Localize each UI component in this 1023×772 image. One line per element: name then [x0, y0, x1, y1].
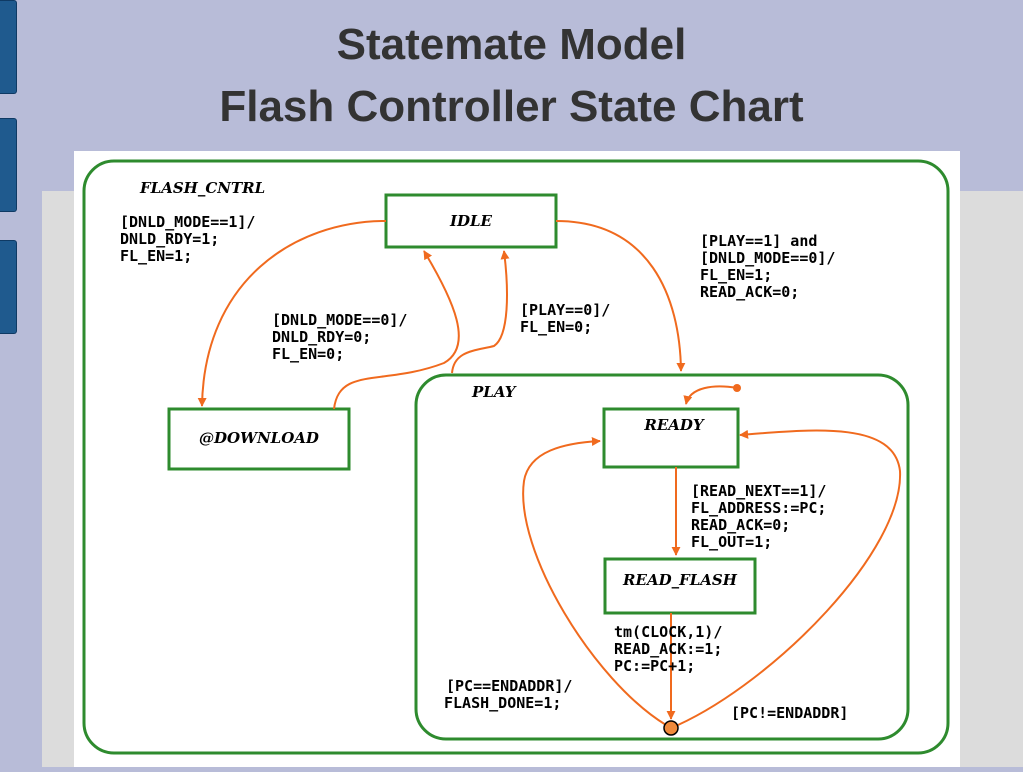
flash-cntrl-state [82, 159, 950, 755]
label-line: [READ_NEXT==1]/ [691, 482, 826, 500]
download-state [167, 407, 351, 471]
label-play-to-idle: [PLAY==0]/ FL_EN=0; [520, 301, 610, 336]
play-state [414, 373, 910, 741]
label-line: DNLD_RDY=0; [272, 328, 371, 346]
read-flash-label: READ_FLASH [622, 571, 738, 589]
label-download-to-idle: [DNLD_MODE==0]/ DNLD_RDY=0; FL_EN=0; [272, 311, 407, 363]
transition-junction-to-ready-right [677, 429, 902, 726]
label-line: FL_EN=0; [520, 318, 592, 336]
flash-cntrl-label: FLASH_CNTRL [139, 179, 265, 197]
idle-state [384, 193, 558, 249]
label-idle-to-download: [DNLD_MODE==1]/ DNLD_RDY=1; FL_EN=1; [120, 213, 255, 265]
label-line: PC:=PC+1; [614, 657, 695, 675]
download-label: @DOWNLOAD [199, 429, 319, 447]
label-line: [DNLD_MODE==0]/ [700, 249, 835, 267]
label-line: READ_ACK:=1; [614, 640, 722, 658]
label-line: [PLAY==1] and [700, 232, 817, 250]
label-line: [PC==ENDADDR]/ [446, 677, 572, 695]
state-chart-svg: FLASH_CNTRL PLAY IDLE @DOWNLOAD READY RE… [82, 159, 950, 755]
label-line: [PC!=ENDADDR] [731, 704, 848, 722]
label-line: FL_OUT=1; [691, 533, 772, 551]
state-chart-diagram: FLASH_CNTRL PLAY IDLE @DOWNLOAD READY RE… [74, 151, 960, 767]
label-junction-done: [PC==ENDADDR]/ FLASH_DONE=1; [444, 677, 572, 712]
label-line: FL_ADDRESS:=PC; [691, 499, 826, 517]
transition-download-to-idle [333, 250, 460, 410]
slide-side-tab-2 [0, 118, 17, 212]
label-line: [PLAY==0]/ [520, 301, 610, 319]
label-read-flash-to-junction: tm(CLOCK,1)/ READ_ACK:=1; PC:=PC+1; [614, 623, 722, 675]
read-flash-state [603, 557, 757, 615]
label-junction-loop: [PC!=ENDADDR] [731, 704, 848, 722]
label-line: FL_EN=1; [700, 266, 772, 284]
label-line: [DNLD_MODE==1]/ [120, 213, 255, 231]
ready-label: READY [643, 416, 705, 434]
label-line: tm(CLOCK,1)/ [614, 623, 722, 641]
transition-idle-to-play [555, 220, 686, 372]
label-line: FL_EN=1; [120, 247, 192, 265]
slide-title-line1: Statemate Model [336, 20, 687, 69]
transition-idle-to-download [197, 220, 387, 407]
label-line: READ_ACK=0; [700, 283, 799, 301]
label-line: [DNLD_MODE==0]/ [272, 311, 407, 329]
slide-side-tab-3 [0, 240, 17, 334]
label-line: DNLD_RDY=1; [120, 230, 219, 248]
default-transition-ready [683, 385, 738, 405]
transition-junction-to-ready-left [522, 436, 667, 726]
condition-junction [663, 720, 679, 736]
default-entry-dot [733, 384, 741, 392]
slide-title-line2: Flash Controller State Chart [219, 82, 804, 131]
ready-state [602, 407, 740, 469]
label-ready-to-read-flash: [READ_NEXT==1]/ FL_ADDRESS:=PC; READ_ACK… [691, 482, 826, 551]
idle-label: IDLE [449, 212, 493, 230]
label-line: FL_EN=0; [272, 345, 344, 363]
play-label: PLAY [471, 383, 517, 401]
label-line: READ_ACK=0; [691, 516, 790, 534]
label-idle-to-play: [PLAY==1] and [DNLD_MODE==0]/ FL_EN=1; R… [700, 232, 835, 301]
transition-play-to-idle [451, 250, 510, 374]
label-line: FLASH_DONE=1; [444, 694, 561, 712]
slide-side-tab-1 [0, 0, 17, 94]
